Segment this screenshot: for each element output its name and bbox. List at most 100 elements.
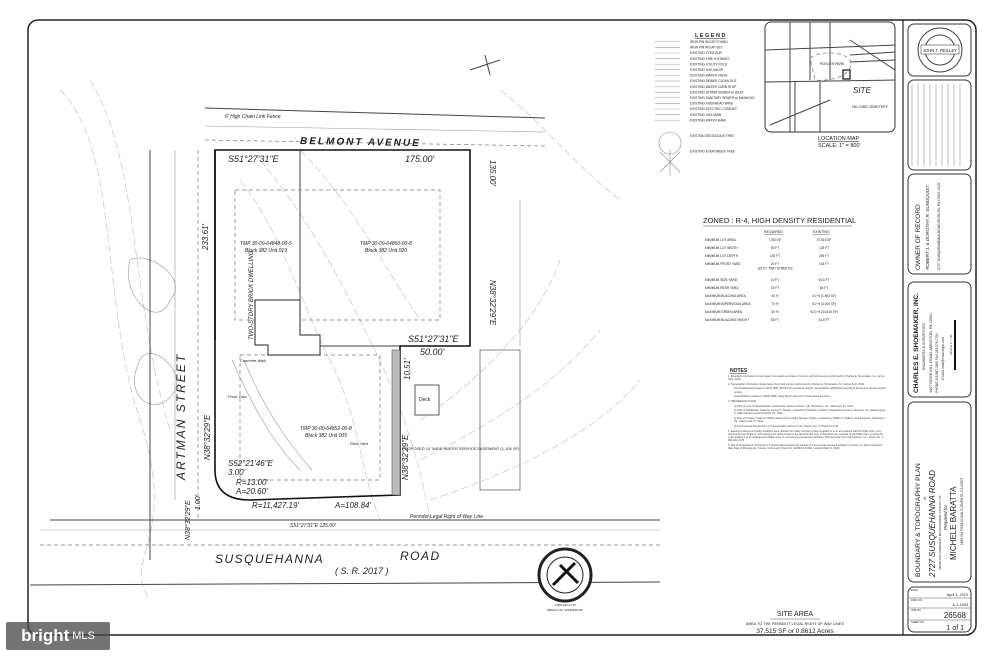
legend-item: EXISTING WATER MAIN xyxy=(690,118,726,122)
zoning-item: MINIMUM LOT WIDTH xyxy=(705,246,738,250)
parcel-label: TMP 30-00-64860-00-8 xyxy=(360,241,412,247)
note-item: 4. Existing underground utility location… xyxy=(728,429,884,442)
zoning-existing: 104 FT xyxy=(819,262,829,266)
zoning-item: MINIMUM FRONT YARD xyxy=(705,262,741,266)
company-subtitle: ENGINEERS & SURVEYORS xyxy=(922,323,926,370)
watermark-suffix: MLS xyxy=(72,630,95,642)
zoning-required: 30 % xyxy=(771,310,778,314)
curve-bottom-radius: R=11,427.19' xyxy=(252,501,299,510)
zoning-existing: 245 FT xyxy=(819,254,829,258)
notes: NOTES 1. Boundary information shown take… xyxy=(728,368,886,450)
tile-line: S51°27'31"E 125.00' xyxy=(290,523,337,529)
revisions-box xyxy=(907,79,972,171)
surveyor-seal-name: JOHN T. REILLEY xyxy=(923,48,957,53)
front-yard-label: Front Yard xyxy=(228,394,247,399)
curve-arc: A=20.60' xyxy=(235,487,268,496)
pa-one-call-seal: 1-800-242-1776 SERIAL NO. 20190870470 xyxy=(537,547,593,612)
water-easement xyxy=(391,349,401,496)
drawing-scale: SCALE 1" = 30' xyxy=(949,334,953,355)
note-item: Horizontal Datum based on NAD 1983, SPC8… xyxy=(734,387,886,394)
site-area-description: AREA TO THE PENNDOT LEGAL RIGHT OF WAY L… xyxy=(746,622,844,626)
company-phone: PHONE 215-887-2165 FAX 215-576-7791 xyxy=(935,333,939,393)
client-address: 1836 VIA PISOLO SAN CLEMENTE, CA 92673 xyxy=(960,478,964,545)
prepared-for: Prepared for xyxy=(943,504,948,530)
company-name: CHARLES E. SHOEMAKER, INC. xyxy=(913,293,920,393)
title-block: JOHN T. REILLEY OWNER OF RECORD ROBERT J… xyxy=(902,20,972,635)
bearing-top: S51°27'31"E xyxy=(228,154,280,164)
company-email: E-MAIL mail@cesurveyor.com xyxy=(941,337,945,380)
park-label: ROSLYN PARK xyxy=(820,62,845,66)
zoning-title: ZONED : R-4, HIGH DENSITY RESIDENTIAL xyxy=(703,216,856,225)
legend-item: EXISTING OVERHEAD WIRE xyxy=(690,102,733,106)
legend-item: EXISTING FIRE HYDRANT xyxy=(690,57,729,61)
site-marker xyxy=(842,69,851,80)
legend-item: EXISTING WATER VALVE xyxy=(690,74,728,78)
zoning-required: 100 FT xyxy=(770,254,780,258)
zoning-existing: 8.0 % (3,000 SF) xyxy=(812,302,836,306)
site-area-title: SITE AREA xyxy=(777,611,814,618)
note-item: b) Plan of Subdivision made for George T… xyxy=(734,409,886,416)
zoning-required: 70 % xyxy=(771,302,778,306)
bearing-corner: S52°21'46"E xyxy=(228,459,274,468)
site-area-value: 37,515 SF or 0.8612 Acres xyxy=(756,628,834,635)
sheet-label: SHEET NO. xyxy=(911,620,925,624)
zoning-item: MINIMUM REAR YARD xyxy=(705,286,739,290)
fence-label: 6' High Chain Link Fence xyxy=(225,114,281,120)
evergreen-tree-icon xyxy=(659,149,681,175)
zoning-existing: 4.0 % (1,504 SF) xyxy=(812,294,836,298)
one-call-serial: SERIAL NO. 20190870470 xyxy=(547,608,583,612)
legend-title: L E G E N D xyxy=(695,33,725,39)
block-label: Block 382 Unit 019 xyxy=(245,248,287,254)
block-label: Block 382 Unit 020 xyxy=(365,248,407,254)
note-item: c) Plan of Property made for William Ham… xyxy=(734,417,886,424)
zoning-existing: 94.6 FT xyxy=(819,278,830,282)
header-required: REQUIRED xyxy=(764,230,783,234)
notes-title: NOTES xyxy=(730,368,748,374)
plan-title: BOUNDARY & TOPOGRAPHY PLAN xyxy=(915,463,922,577)
company-address: 1007 EDGE HILL ROAD ABINGTON, PA 19001 xyxy=(929,313,933,393)
deck xyxy=(414,384,440,416)
parcel-boundary xyxy=(214,149,471,501)
dwelling-label: TWO-STORY BRICK DWELLING xyxy=(249,250,255,340)
header-existing: EXISTING xyxy=(813,230,830,234)
cemetery-label: HILLSIDE CEMETERY xyxy=(852,105,889,109)
parcel-label: TMP 30-00-64848-00-5 xyxy=(240,241,292,247)
legend-item: EXISTING GAS VALVE xyxy=(690,68,723,72)
parcel-label: TMP 30-00-64852-00-8 xyxy=(300,426,352,432)
curve-radius: R=13.00' xyxy=(236,478,268,487)
plan-labels: BELMONT AVENUE S51°27'31"E 175.00' 135.0… xyxy=(174,114,520,576)
dwg-label: DWG NO. xyxy=(911,598,923,602)
block-label: Block 382 Unit 005 xyxy=(305,433,347,439)
legend-item: EXISTING CONTOUR xyxy=(690,51,723,55)
zoning-existing: 92.0 % (34,515 SF) xyxy=(810,310,838,314)
sheet-value: 1 of 1 xyxy=(946,625,964,632)
zoning-item: MAXIMUM GREEN AREA xyxy=(705,310,743,314)
rear-yard-label: Rear Yard xyxy=(350,441,369,446)
zoning-existing: 125 FT xyxy=(819,246,829,250)
client-name: MICHELE BARATTA xyxy=(949,486,958,560)
route-label: ( S. R. 2017 ) xyxy=(335,566,389,576)
zoning-existing: 84 FT xyxy=(820,286,828,290)
legend-item: EXISTING STORM SEWER w/ INLET xyxy=(690,90,744,94)
location-map-title: LOCATION MAP xyxy=(818,136,859,142)
distance-bottom-left: 1.00' xyxy=(195,494,202,510)
owner-title: OWNER OF RECORD xyxy=(915,204,922,270)
zoning-required: 25 FT xyxy=(771,286,779,290)
note-item: 3. REFERENCE PLANS: xyxy=(728,399,757,403)
watermark-brand: bright xyxy=(21,626,70,645)
dwelling-footprint xyxy=(254,299,321,356)
zoning-required: 35 FT xyxy=(771,318,779,322)
zoning-note: (15 FT. TWO STREETS) xyxy=(758,267,793,271)
legend-item: EXISTING UTILITY POLE xyxy=(690,62,727,66)
zoning-existing: 37,515 SF xyxy=(817,238,832,242)
note-item: a) Plan of Lots of Glenside Park, prepar… xyxy=(734,404,854,408)
zoning-table: ZONED : R-4, HIGH DENSITY RESIDENTIAL RE… xyxy=(703,216,856,322)
zoning-required: 50 FT xyxy=(771,246,779,250)
street-label-belmont: BELMONT AVENUE xyxy=(300,136,421,149)
bearing-step-right: N38°32'29"E xyxy=(401,434,410,480)
legend-item: EXISTING GAS MAIN xyxy=(690,113,722,117)
zoning-item: MAXIMUM IMPERVIOUS AREA xyxy=(705,302,752,306)
